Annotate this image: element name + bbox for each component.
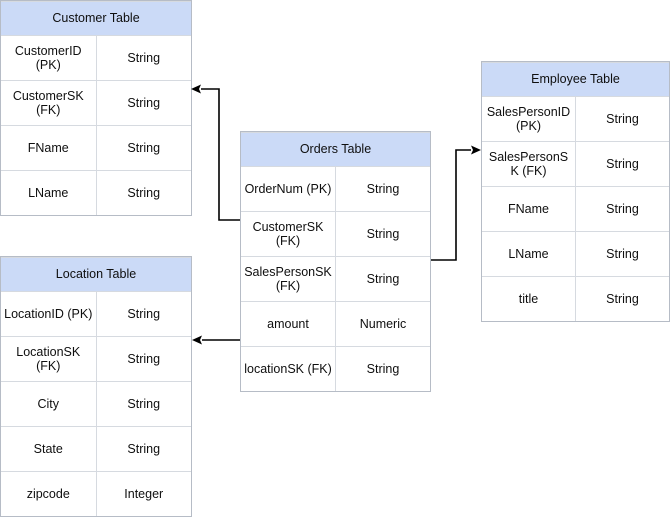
field-type-cell: String (95, 336, 191, 382)
field-name-cell: City (1, 381, 97, 427)
field-type-cell: Integer (95, 471, 191, 516)
table-row: State String (1, 426, 191, 472)
table-row: LName String (482, 231, 669, 277)
entity-table-location[interactable]: Location Table LocationID (PK) String Lo… (0, 256, 192, 517)
field-type-cell: String (95, 35, 191, 81)
field-name-cell: title (482, 276, 576, 321)
field-name-cell: LocationSK (FK) (1, 336, 97, 382)
field-type-cell: String (575, 276, 669, 321)
table-row: title String (482, 276, 669, 321)
connector-orders-to-employee (431, 145, 481, 261)
connector-orders-to-customer (191, 84, 240, 221)
field-type-cell: String (335, 346, 430, 391)
field-type-cell: String (95, 291, 191, 337)
entity-table-employee[interactable]: Employee Table SalesPersonID (PK) String… (481, 61, 670, 322)
table-row: SalesPersonID (PK) String (482, 96, 669, 142)
table-row: locationSK (FK) String (241, 346, 430, 391)
field-name-cell: CustomerID (PK) (1, 35, 97, 81)
table-row: SalesPersonSK (FK) String (241, 256, 430, 302)
table-row: OrderNum (PK) String (241, 166, 430, 212)
table-row: LocationID (PK) String (1, 291, 191, 337)
field-name-cell: SalesPersonSK (FK) (482, 141, 576, 187)
field-type-cell: String (335, 211, 430, 257)
field-name-cell: State (1, 426, 97, 472)
table-title-orders: Orders Table (241, 132, 430, 167)
field-type-cell: String (95, 125, 191, 171)
field-name-cell: SalesPersonSK (FK) (241, 256, 336, 302)
table-row: LName String (1, 170, 191, 215)
table-title-location: Location Table (1, 257, 191, 292)
field-type-cell: String (335, 166, 430, 212)
field-name-cell: amount (241, 301, 336, 347)
table-title-employee: Employee Table (482, 62, 669, 97)
field-name-cell: CustomerSK (FK) (1, 80, 97, 126)
field-type-cell: Numeric (335, 301, 430, 347)
field-type-cell: String (95, 381, 191, 427)
field-type-cell: String (95, 80, 191, 126)
field-type-cell: String (335, 256, 430, 302)
table-title-customer: Customer Table (1, 1, 191, 36)
field-name-cell: OrderNum (PK) (241, 166, 336, 212)
field-type-cell: String (575, 96, 669, 142)
field-name-cell: SalesPersonID (PK) (482, 96, 576, 142)
field-type-cell: String (575, 141, 669, 187)
field-name-cell: FName (482, 186, 576, 232)
field-type-cell: String (575, 186, 669, 232)
field-type-cell: String (575, 231, 669, 277)
field-name-cell: zipcode (1, 471, 97, 516)
table-row: LocationSK (FK) String (1, 336, 191, 382)
table-row: SalesPersonSK (FK) String (482, 141, 669, 187)
table-row: FName String (482, 186, 669, 232)
table-row: City String (1, 381, 191, 427)
table-row: CustomerSK (FK) String (1, 80, 191, 126)
field-name-cell: LName (1, 170, 97, 215)
field-type-cell: String (95, 426, 191, 472)
table-row: CustomerSK (FK) String (241, 211, 430, 257)
entity-table-customer[interactable]: Customer Table CustomerID (PK) String Cu… (0, 0, 192, 216)
entity-table-orders[interactable]: Orders Table OrderNum (PK) String Custom… (240, 131, 431, 392)
field-type-cell: String (95, 170, 191, 215)
table-row: amount Numeric (241, 301, 430, 347)
field-name-cell: LocationID (PK) (1, 291, 97, 337)
table-row: CustomerID (PK) String (1, 35, 191, 81)
field-name-cell: CustomerSK (FK) (241, 211, 336, 257)
field-name-cell: locationSK (FK) (241, 346, 336, 391)
field-name-cell: FName (1, 125, 97, 171)
table-row: FName String (1, 125, 191, 171)
table-row: zipcode Integer (1, 471, 191, 516)
connector-orders-to-location (192, 335, 240, 345)
field-name-cell: LName (482, 231, 576, 277)
